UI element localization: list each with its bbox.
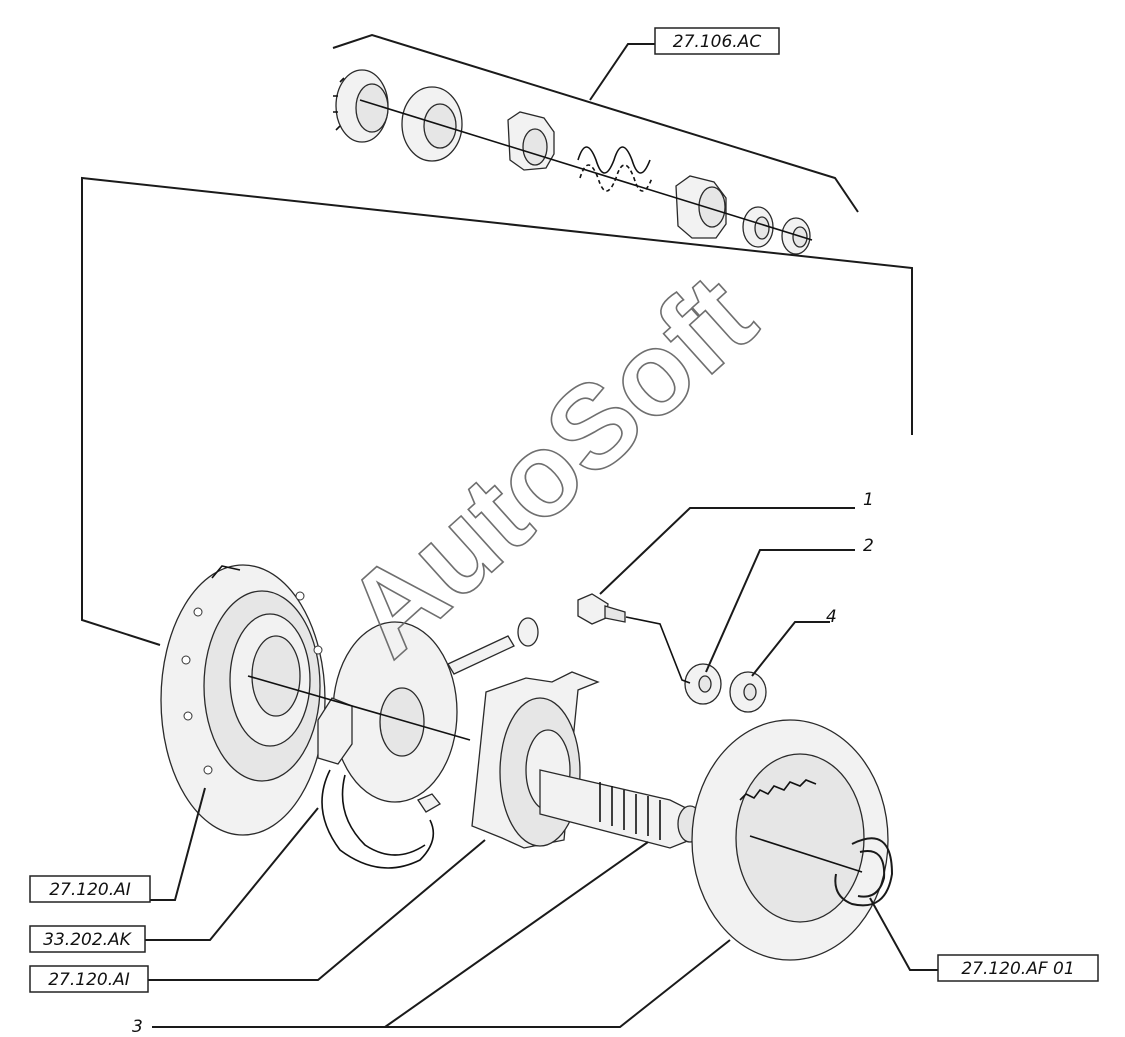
watermark-text: AutoSoft xyxy=(321,250,779,681)
ref-text-left-1: 27.120.AI xyxy=(49,880,131,900)
castle-nut xyxy=(507,111,555,171)
bolt xyxy=(577,593,626,625)
electric-brake-unit xyxy=(317,617,539,869)
flange-housing xyxy=(160,564,326,836)
ref-label-right[interactable]: 27.120.AF 01 xyxy=(937,954,1099,982)
washer-2 xyxy=(684,663,722,705)
ref-text-left-2: 33.202.AK xyxy=(43,930,133,950)
item-number-4: 4 xyxy=(826,607,837,627)
ref-text-top-group: 27.106.AC xyxy=(673,32,762,52)
item-number-2: 2 xyxy=(863,536,874,556)
bearing-cup xyxy=(401,86,463,162)
leader-lines xyxy=(145,43,938,1028)
washer-4 xyxy=(729,671,767,713)
item-number-1: 1 xyxy=(863,490,874,510)
ref-text-left-3: 27.120.AI xyxy=(48,970,130,990)
ref-label-left-2[interactable]: 33.202.AK xyxy=(29,925,146,953)
washer-top-1-hole xyxy=(754,216,770,240)
ref-label-left-3[interactable]: 27.120.AI xyxy=(29,965,149,993)
top-group-parts xyxy=(333,69,813,255)
spring xyxy=(577,146,653,192)
watermark: AutoSoft xyxy=(320,249,780,682)
ref-label-top-group[interactable]: 27.106.AC xyxy=(654,27,780,55)
roller-bearing xyxy=(333,69,389,143)
internal-ring-gear xyxy=(691,719,889,961)
ref-text-right: 27.120.AF 01 xyxy=(961,959,1074,979)
main-assembly xyxy=(160,564,894,961)
top-group-frame xyxy=(332,33,859,213)
castle-nut-2 xyxy=(675,175,727,239)
assembly-frame xyxy=(81,176,913,646)
item-number-3: 3 xyxy=(132,1017,143,1037)
ref-label-left-1[interactable]: 27.120.AI xyxy=(29,875,151,903)
snap-ring xyxy=(834,837,894,907)
